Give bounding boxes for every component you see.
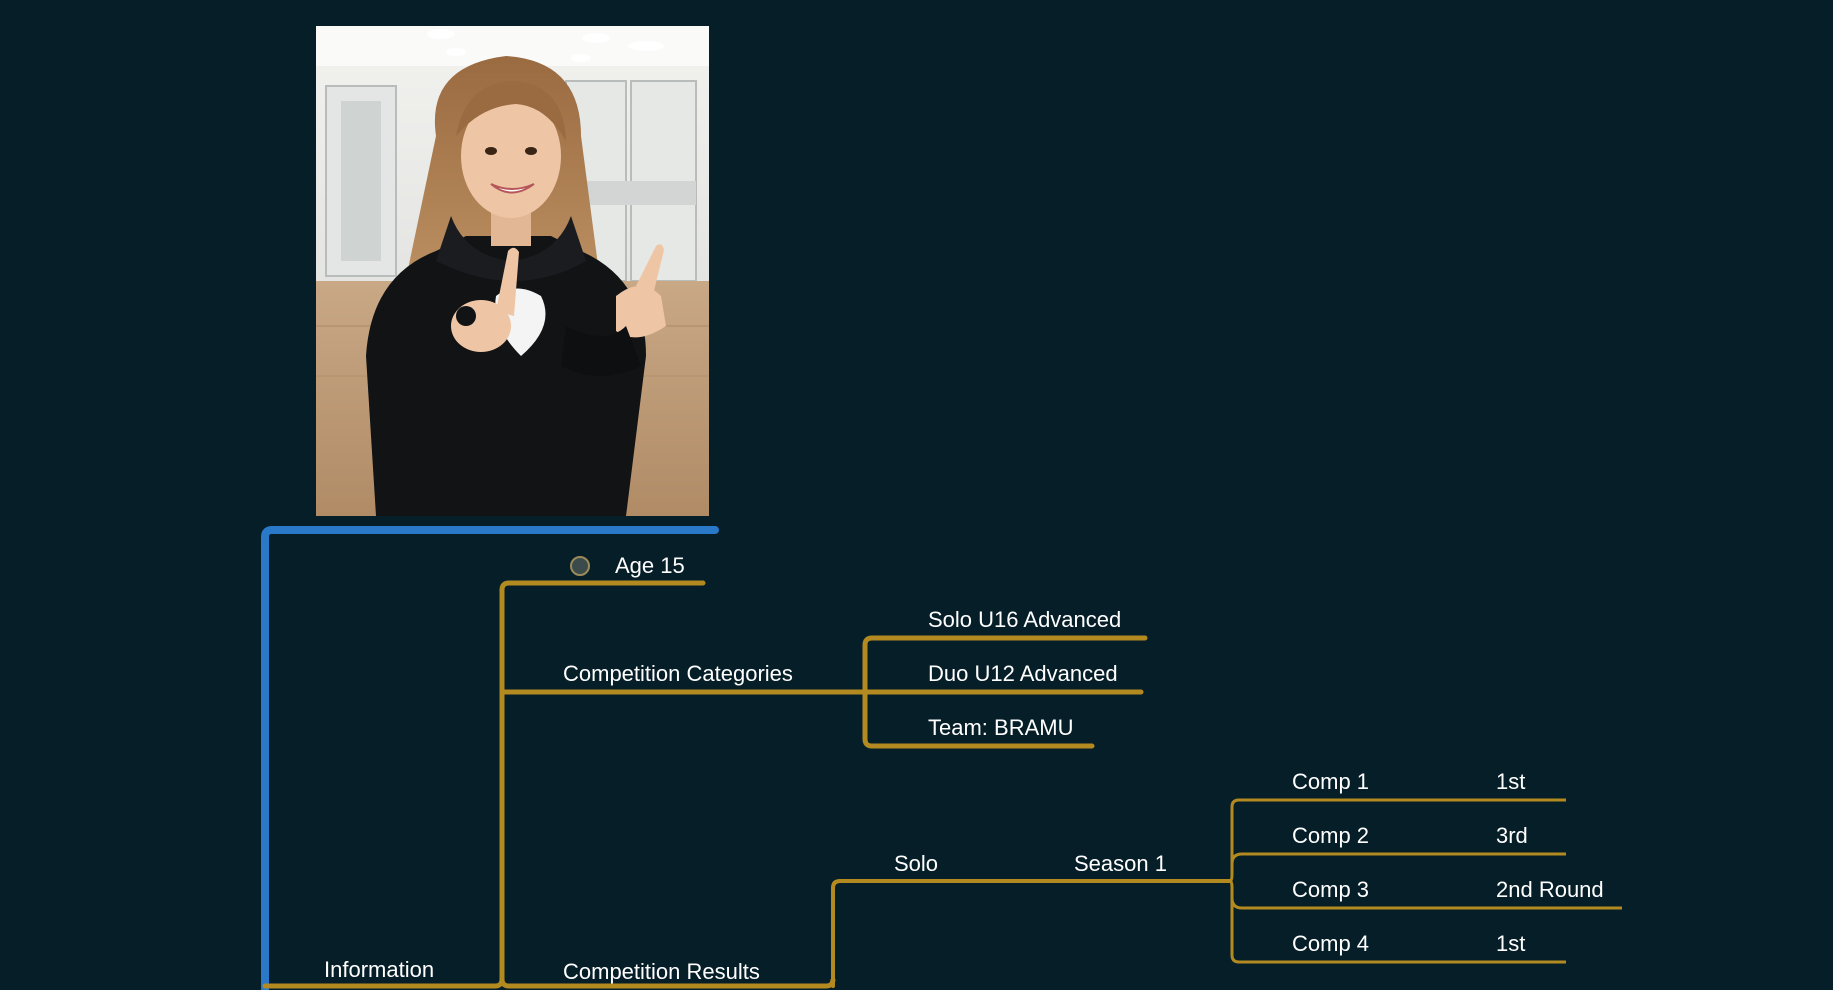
information-branch-line — [262, 580, 706, 989]
comp-node-1[interactable]: Comp 1 — [1292, 769, 1370, 794]
comp-line-2 — [1230, 852, 1566, 865]
comp-node-3[interactable]: Comp 3 — [1292, 877, 1370, 902]
solo-branch-line — [831, 879, 1232, 988]
competition-results-node[interactable]: Competition Results — [563, 959, 760, 984]
comp-result-1[interactable]: 1st — [1496, 769, 1526, 794]
comp-line-4 — [1230, 898, 1566, 964]
information-node[interactable]: Information — [324, 957, 435, 982]
comp-node-4[interactable]: Comp 4 — [1292, 931, 1370, 956]
age-node[interactable]: Age 15 — [615, 553, 685, 578]
comp-result-3[interactable]: 2nd Round — [1496, 877, 1604, 902]
comp-result-4[interactable]: 1st — [1496, 931, 1526, 956]
category-line-3 — [862, 689, 1095, 749]
category-node-duo[interactable]: Duo U12 Advanced — [928, 661, 1118, 686]
root-branch-line — [261, 526, 719, 990]
category-node-solo[interactable]: Solo U16 Advanced — [928, 607, 1122, 632]
comp-result-2[interactable]: 3rd — [1496, 823, 1528, 848]
season-node[interactable]: Season 1 — [1074, 851, 1167, 876]
category-line-1 — [862, 635, 1148, 695]
solo-node[interactable]: Solo — [894, 851, 939, 876]
age-status-dot[interactable] — [570, 556, 590, 576]
comp-node-2[interactable]: Comp 2 — [1292, 823, 1370, 848]
competition-categories-node[interactable]: Competition Categories — [563, 661, 793, 686]
profile-photo — [316, 26, 709, 516]
category-node-team[interactable]: Team: BRAMU — [928, 715, 1074, 740]
